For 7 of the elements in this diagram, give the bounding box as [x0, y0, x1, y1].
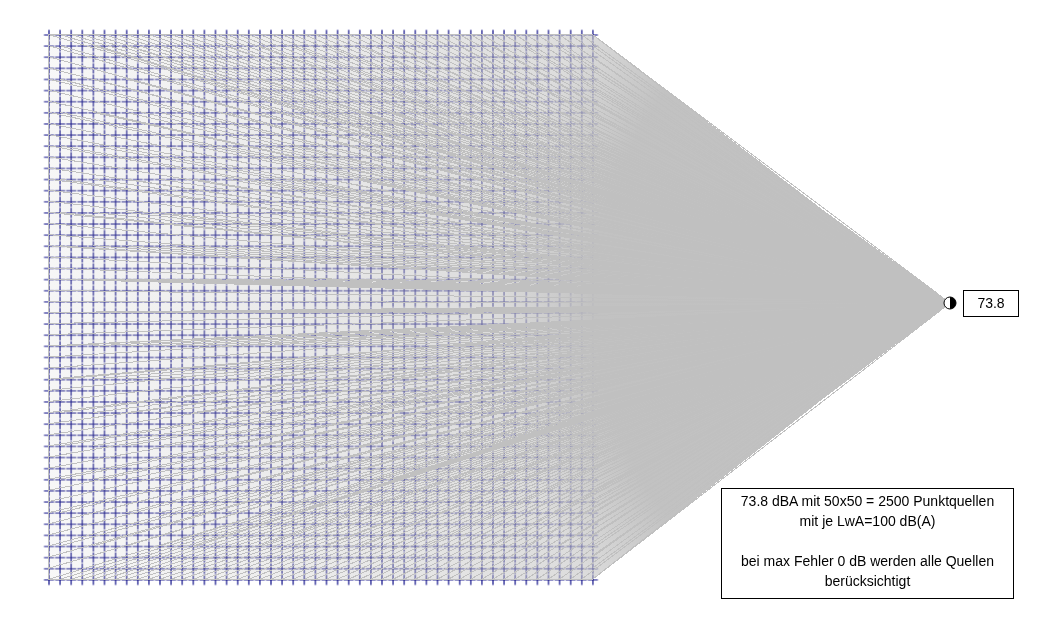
receiver-symbol: [943, 296, 957, 310]
note-panel: [721, 488, 1014, 599]
result-value: 73.8: [976, 294, 1006, 313]
note-text: bei max Fehler 0 dB werden alle Quellen berücksichtigt: [740, 552, 995, 591]
note-text: 73.8 dBA mit 50x50 = 2500 Punktquellen mit je LwA=100 dB(A): [739, 492, 996, 531]
ray-lines: [48, 34, 946, 580]
result-frame: [963, 290, 1019, 317]
